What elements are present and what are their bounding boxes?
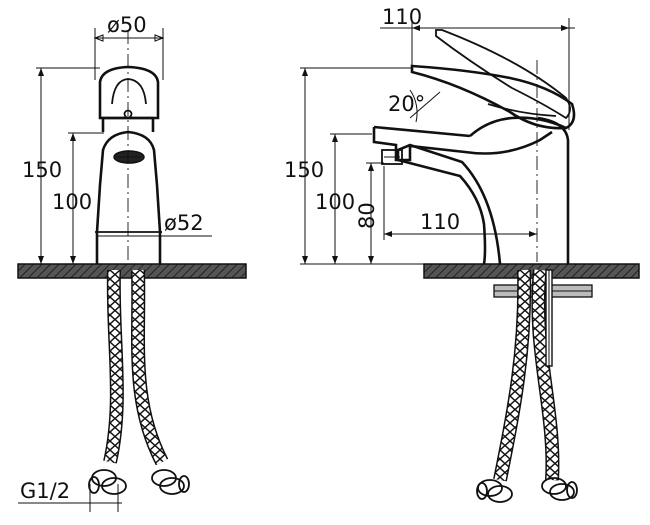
side-outlet — [381, 149, 403, 165]
front-handle-inner — [111, 78, 147, 105]
side-fitting-left — [476, 479, 513, 503]
side-faucet-rear — [537, 116, 570, 264]
side-spout — [372, 127, 553, 162]
front-view: ø50 ø52 150 100 — [17, 13, 247, 512]
side-faucet-body — [396, 143, 502, 265]
side-dim-angle: 20° — [388, 92, 425, 116]
side-dim-handle-reach: 110 — [382, 5, 422, 29]
front-dim-thread: G1/2 — [20, 479, 70, 503]
front-fitting-right — [151, 469, 190, 495]
front-dim-base-diameter: ø52 — [164, 211, 204, 235]
side-dim-height-total: 150 — [284, 158, 324, 182]
side-handle-body — [469, 116, 567, 137]
side-handle-raised — [435, 29, 571, 120]
side-mounting-surface — [423, 263, 640, 279]
front-dim-height-total: 150 — [22, 158, 62, 182]
side-dim-height-outlet: 80 — [355, 202, 379, 229]
side-fitting-right — [541, 477, 578, 501]
front-dim-top-diameter: ø50 — [107, 13, 147, 37]
side-view: 20° 110 150 100 80 110 — [284, 5, 640, 503]
front-dim-height-spout: 100 — [52, 190, 92, 214]
side-dim-spout-reach: 110 — [420, 210, 460, 234]
front-fitting-left — [88, 469, 127, 495]
side-dim-height-spout: 100 — [315, 190, 355, 214]
side-handle-lever — [410, 64, 576, 130]
